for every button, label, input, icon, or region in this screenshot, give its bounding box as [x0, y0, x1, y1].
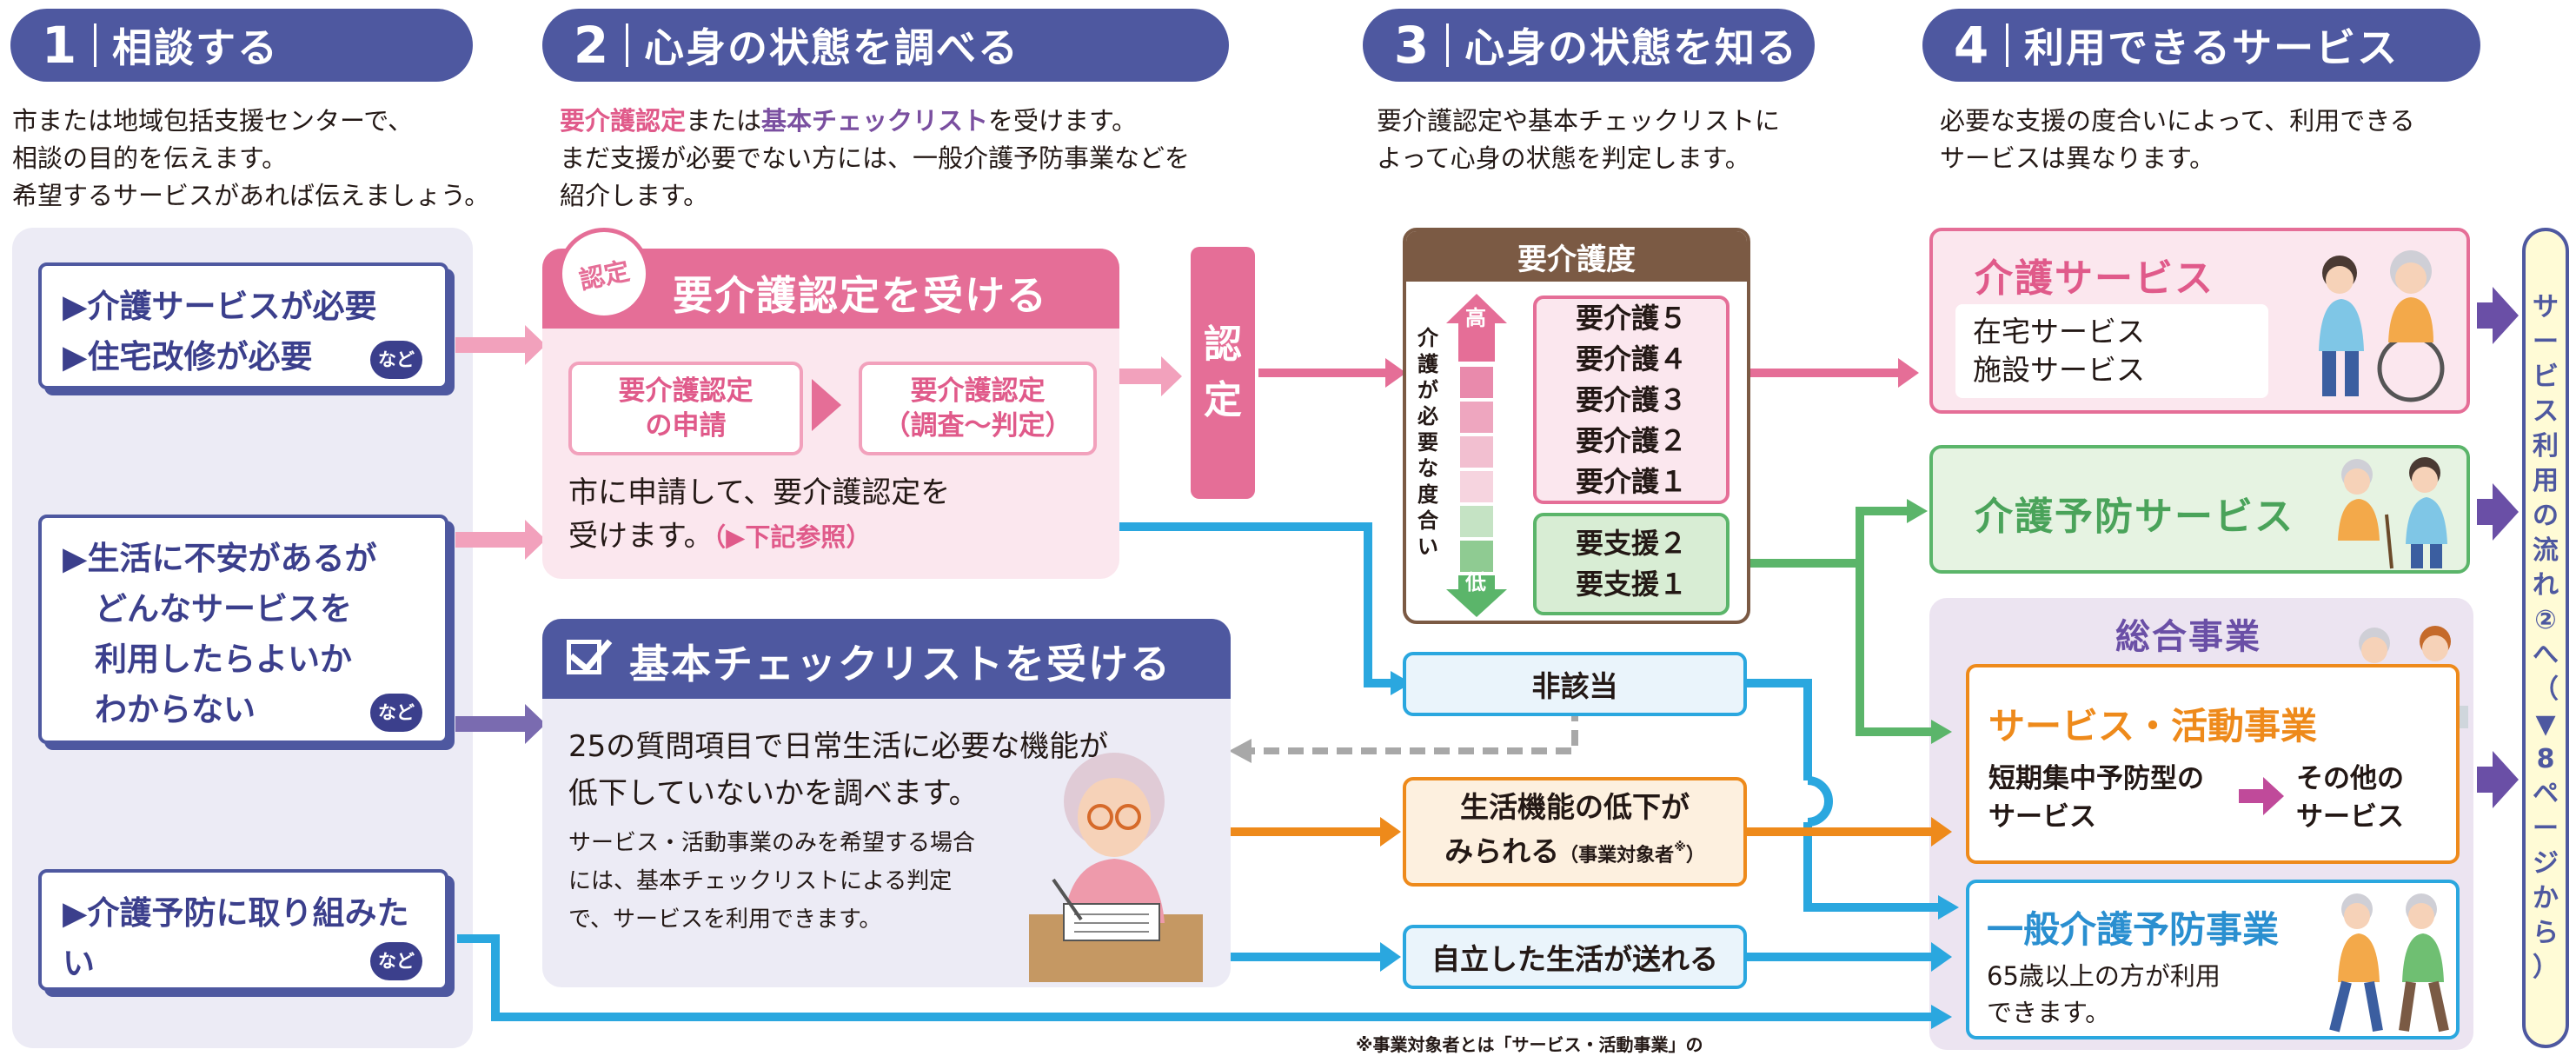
arrow-hiten-to-checklist — [1246, 706, 1578, 754]
step4-title: 利用できるサービス — [2024, 24, 2400, 71]
checklist-text: 25の質問項目で日常生活に必要な機能が 低下していないかを調べます。 — [568, 729, 1109, 811]
checklist-title: 基本チェックリストを受ける — [629, 641, 1172, 687]
scale-low: 低 — [1465, 570, 1486, 594]
kaigo-levels: 要介護５ 要介護４ 要介護３ 要介護２ 要介護１ — [1533, 296, 1730, 504]
apply-step: 要介護認定の申請 — [568, 362, 803, 455]
arrow-kaigo-to-services — [1731, 358, 1919, 388]
ippan-title: 一般介護予防事業 — [1987, 908, 2280, 951]
katsudo-title: サービス・活動事業 — [1988, 705, 2318, 747]
arrow-independent-to-ippan — [1747, 942, 1952, 972]
arrow-nintei-to-bar — [1118, 356, 1182, 396]
care-level-panel: 要介護度 介護が必要な度合い 高 低 要介護５ 要介護４ 要介護３ 要介護２ 要… — [1403, 228, 1750, 624]
arrow-hiten-to-ippan — [1747, 679, 1940, 912]
need-box-anxiety[interactable]: ▶生活に不安があるが どんなサービスを 利用したらよいか わからない など — [38, 515, 448, 744]
result-not-applicable: 非該当 — [1403, 652, 1747, 716]
katsudo-card[interactable]: サービス・活動事業 短期集中予防型の サービス その他の サービス — [1966, 664, 2460, 864]
scale-high: 高 — [1465, 306, 1486, 330]
arrow-bar-to-carelevel — [1258, 358, 1406, 388]
step-arrow-icon — [812, 379, 841, 431]
step1-title: 相談する — [112, 24, 279, 71]
elderly-walking-illustration — [2338, 457, 2447, 569]
result-decline: 生活機能の低下が みられる（事業対象者※） — [1403, 777, 1747, 887]
wheelchair-caregiver-illustration — [2319, 250, 2445, 402]
step4-header: 4 利用できるサービス — [1922, 9, 2480, 82]
arrow-need2-to-nintei — [455, 520, 546, 560]
need-box-care[interactable]: ▶介護サービスが必要 ▶住宅改修が必要 など — [38, 262, 448, 389]
checkbox-icon — [567, 640, 601, 674]
arrow-need3-to-ippan — [457, 934, 1935, 1021]
nintei-badge: 認定 — [558, 228, 650, 320]
arrow-checklist-to-decline — [1229, 817, 1401, 847]
nintei-bar: 認定 — [1191, 247, 1255, 499]
shien-levels: 要支援２ 要支援１ — [1533, 513, 1730, 615]
arrow-need1-to-nintei — [455, 325, 546, 365]
step2-header: 2 心身の状態を調べる — [542, 9, 1229, 82]
step1-header: 1 相談する — [10, 9, 473, 82]
transition-arrow-icon — [2239, 777, 2284, 815]
step4-description: 必要な支援の度合いによって、利用できる サービスは異なります。 — [1940, 106, 2415, 173]
ref-link[interactable]: （▶下記参照） — [713, 522, 872, 552]
arrow-shien-to-services — [1731, 507, 1931, 736]
katsudo-to: その他の サービス — [2296, 763, 2404, 833]
step3-description: 要介護認定や基本チェックリストに よって心身の状態を判定します。 — [1377, 106, 1781, 173]
step2-number: 2 — [573, 16, 609, 75]
step3-header: 3 心身の状態を知る — [1363, 9, 1815, 82]
severity-scale — [1446, 294, 1507, 617]
etc-badge: など — [370, 694, 422, 732]
yobo-service-card[interactable]: 介護予防サービス — [1929, 445, 2470, 574]
need-box-prevention[interactable]: ▶介護予防に取り組みたい など — [38, 869, 448, 991]
footnote: ※事業対象者とは「サービス・活動事業」の — [1356, 1034, 1703, 1055]
arrow-side-1 — [2477, 287, 2519, 344]
katsudo-from: 短期集中予防型の サービス — [1988, 763, 2204, 833]
arrow-nintei-to-hiten — [1118, 522, 1392, 687]
care-level-title: 要介護度 — [1406, 231, 1747, 282]
ippan-text: 65歳以上の方が利用 できます。 — [1987, 961, 2221, 1027]
result-independent: 自立した生活が送れる — [1403, 925, 1747, 989]
step2-description: 要介護認定または基本チェックリストを受けます。 まだ支援が必要でない方には、一般… — [560, 106, 1191, 210]
etc-badge: など — [370, 942, 422, 980]
arrow-side-2 — [2477, 483, 2519, 541]
kaigo-service-title: 介護サービス — [1975, 256, 2214, 301]
checklist-note: サービス・活動事業のみを希望する場合 には、基本チェックリストによる判定 で、サ… — [568, 830, 976, 933]
survey-step: 要介護認定（調査～判定） — [859, 362, 1097, 455]
etc-badge: など — [370, 341, 422, 379]
arrow-side-3 — [2477, 751, 2519, 808]
arrow-need2-to-checklist — [455, 704, 546, 744]
exercising-elderly-illustration — [2329, 893, 2449, 1033]
elderly-writing-illustration — [1029, 753, 1203, 982]
ippan-card[interactable]: 一般介護予防事業 65歳以上の方が利用 できます。 — [1966, 880, 2460, 1039]
checklist-box[interactable]: 基本チェックリストを受ける 25の質問項目で日常生活に必要な機能が 低下していな… — [542, 619, 1231, 987]
arrow-decline-to-katsudo — [1747, 817, 1952, 847]
arrow-checklist-to-independent — [1229, 942, 1401, 972]
step4-number: 4 — [1953, 16, 1989, 75]
step2-title: 心身の状態を調べる — [644, 24, 1019, 71]
sogo-title: 総合事業 — [2115, 617, 2261, 657]
step3-number: 3 — [1393, 16, 1430, 75]
scale-label: 介護が必要な度合い — [1417, 326, 1438, 559]
nintei-text: 市に申請して、要介護認定を 受けます。（▶下記参照） — [568, 475, 951, 554]
step1-description: 市または地域包括支援センターで、 相談の目的を伝えます。 希望するサービスがあれ… — [12, 106, 490, 210]
step1-number: 1 — [41, 16, 77, 75]
step3-title: 心身の状態を知る — [1464, 24, 1798, 71]
yobo-service-title: 介護予防サービス — [1975, 495, 2294, 539]
kaigo-service-items: 在宅サービス 施設サービス — [1955, 304, 2268, 398]
nintei-title: 要介護認定を受ける — [673, 272, 1048, 319]
kaigo-service-card[interactable]: 介護サービス 在宅サービス 施設サービス — [1929, 228, 2470, 414]
